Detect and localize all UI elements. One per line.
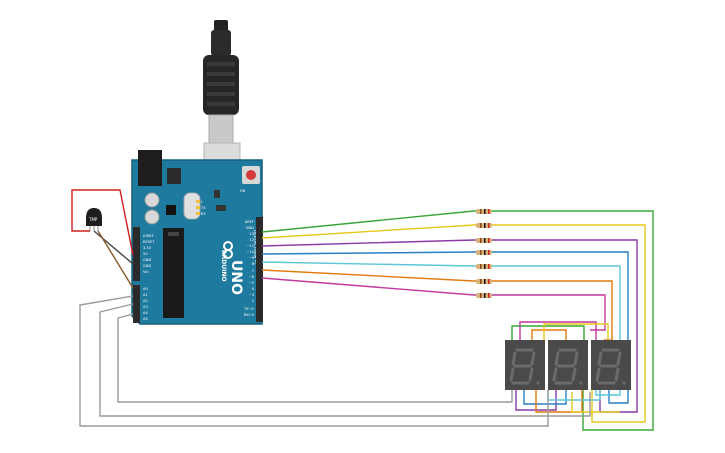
resistor-3[interactable] (476, 238, 492, 243)
usb-cable[interactable] (203, 20, 241, 180)
resistor-5[interactable] (476, 264, 492, 269)
board-brand-label: ARDUINO (220, 250, 227, 281)
pin-label-9: ~9 (249, 256, 255, 260)
pin-label-3v3: 3.3V (143, 246, 152, 250)
pin-label-11: ~11 (246, 244, 254, 248)
led-label-tx: TX (200, 206, 206, 210)
digit-2-segments (552, 348, 579, 385)
pin-label-gnd-d: GND (246, 226, 254, 230)
digit-3-segments (595, 348, 622, 385)
temperature-sensor[interactable]: TMP (86, 208, 102, 231)
pin-label-gnd-2: GND (143, 264, 151, 268)
wire-pin10-purple (261, 239, 638, 413)
arduino-uno-board[interactable]: ARDUINO UNO DIGITAL (PWM ~) IOREF RESET … (131, 150, 263, 325)
wire-pin9-blue (261, 251, 629, 404)
pin-label-8: 8 (252, 262, 255, 266)
seven-segment-display-2[interactable] (548, 340, 588, 390)
wire-a2-gray (99, 303, 591, 417)
sensor-label: TMP (88, 217, 98, 222)
pin-label-vin: Vin (143, 270, 149, 274)
wire-pin11-yellow (261, 224, 646, 423)
pin-label-5v: 5V (143, 252, 148, 256)
seven-segment-displays (505, 340, 631, 390)
arduino-logo (223, 241, 233, 259)
power-header (133, 227, 140, 281)
wire-pin12-green (261, 210, 654, 431)
pin-label-13: 13 (249, 232, 254, 236)
seven-segment-display-3[interactable] (591, 340, 631, 390)
seven-segment-display-1[interactable] (505, 340, 545, 390)
analog-header (133, 285, 140, 323)
pin-label-2: 2 (252, 299, 254, 303)
pin-label-a3: A3 (143, 305, 148, 309)
pin-label-rx: RX←0 (244, 313, 255, 317)
digit-1-segments (509, 348, 536, 385)
pin-label-a4: A4 (143, 311, 148, 315)
pin-label-tx: TX→1 (243, 307, 254, 311)
wire-sensor-5v (71, 189, 134, 256)
wire-sensor-signal (97, 230, 134, 289)
digital-header (256, 217, 263, 322)
sensor-wires (71, 189, 134, 289)
pin-label-a5: A5 (143, 317, 148, 321)
pin-label-12: 12 (249, 238, 254, 242)
pin-label-6: ~6 (249, 275, 255, 279)
atmega-chip (163, 228, 184, 318)
pin-label-reset: RESET (143, 240, 155, 244)
pin-label-a1: A1 (143, 293, 148, 297)
board-model-label: UNO (228, 260, 244, 295)
wire-sensor-gnd (93, 230, 134, 265)
led-label-rx: RX (201, 212, 206, 216)
digital-header-title: DIGITAL (PWM ~) (253, 230, 258, 265)
led-label-l: L (201, 200, 203, 204)
wire-a1-gray (79, 295, 549, 427)
resistor-6[interactable] (476, 279, 492, 284)
wire-a3-gray (117, 313, 513, 403)
resistors (476, 209, 492, 298)
pin-label-ioref: IOREF (143, 234, 154, 238)
pin-label-4: 4 (252, 287, 255, 291)
pin-label-aref: AREF (245, 220, 254, 224)
pin-label-5: ~5 (249, 281, 254, 285)
pin-label-10: ~10 (246, 250, 254, 254)
wire-pin6-magenta (261, 277, 606, 331)
pin-label-a2: A2 (143, 299, 148, 303)
resistor-2[interactable] (476, 223, 492, 228)
wire-pin8-cyan (261, 261, 621, 396)
resistor-4[interactable] (476, 250, 492, 255)
resistor-7[interactable] (476, 293, 492, 298)
pin-label-7: 7 (252, 269, 254, 273)
pin-label-gnd-1: GND (143, 258, 151, 262)
led-label-on: ON (240, 189, 246, 193)
pin-label-a0: A0 (143, 287, 148, 291)
power-jack (138, 150, 162, 186)
pin-label-3: ~3 (249, 293, 254, 297)
resistor-1[interactable] (476, 209, 492, 214)
